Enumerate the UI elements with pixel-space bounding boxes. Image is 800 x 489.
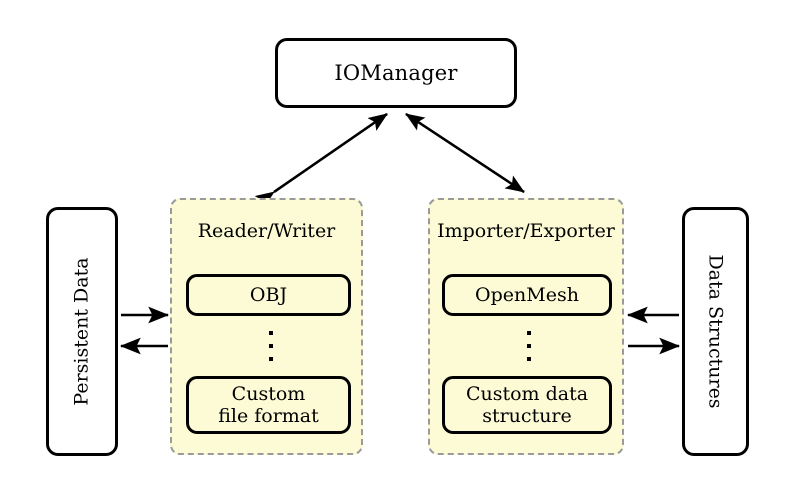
module-openmesh: OpenMesh	[442, 274, 612, 316]
module-custom-file-format: Custom file format	[186, 376, 351, 434]
panel-reader-writer-title: Reader/Writer	[197, 220, 336, 242]
module-custom-data-structure-line2: structure	[482, 405, 572, 427]
module-obj-label: OBJ	[249, 283, 288, 306]
ellipsis-dot	[269, 357, 273, 361]
module-obj: OBJ	[186, 274, 351, 316]
module-custom-data-structure-line1: Custom data	[465, 382, 589, 405]
panel-importer-exporter-title: Importer/Exporter	[437, 220, 615, 242]
module-openmesh-label: OpenMesh	[475, 283, 579, 306]
iomanager-label: IOManager	[334, 61, 458, 85]
module-custom-file-format-line1: Custom	[231, 382, 306, 405]
arrow-importerexporter-iomanager	[405, 112, 525, 194]
arrow-iomanager-importerexporter	[405, 112, 525, 194]
ellipsis-dot	[527, 344, 531, 348]
persistent-data-label: Persistent Data	[70, 257, 93, 406]
ellipsis-dot	[527, 331, 531, 335]
module-custom-file-format-line2: file format	[218, 405, 319, 427]
arrow-readerwriter-iomanager	[273, 113, 388, 193]
iomanager-node: IOManager	[275, 38, 517, 108]
data-structures-node: Data Structures	[682, 207, 749, 456]
ellipsis-dot	[527, 357, 531, 361]
panel-reader-writer: Reader/Writer OBJ Custom file format	[170, 198, 363, 455]
module-custom-data-structure: Custom data structure	[442, 376, 612, 434]
ellipsis-importer-exporter	[524, 331, 534, 361]
ellipsis-reader-writer	[266, 331, 276, 361]
persistent-data-node: Persistent Data	[46, 207, 118, 456]
panel-importer-exporter: Importer/Exporter OpenMesh Custom data s…	[428, 198, 624, 455]
ellipsis-dot	[269, 344, 273, 348]
ellipsis-dot	[269, 331, 273, 335]
arrow-iomanager-readerwriter	[254, 113, 388, 209]
data-structures-label: Data Structures	[705, 254, 727, 409]
